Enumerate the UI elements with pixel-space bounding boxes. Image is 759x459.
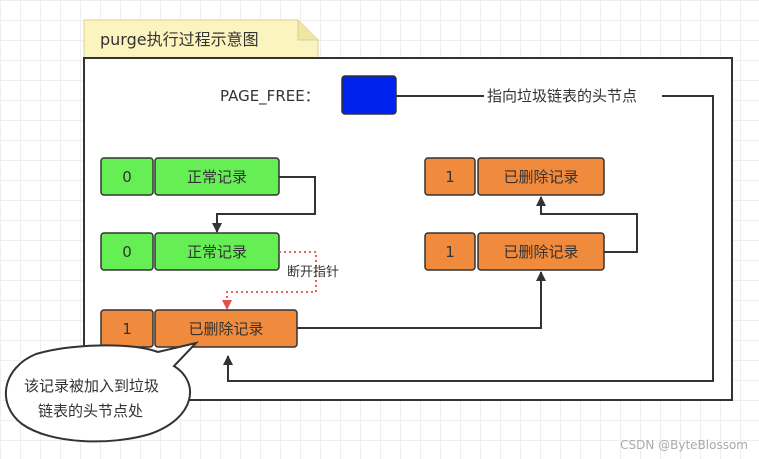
link-3-to-right: [297, 271, 546, 329]
record-flag: 1: [445, 243, 455, 261]
watermark: CSDN @ByteBlossom: [620, 438, 748, 452]
right-record-1: 1 已删除记录: [424, 157, 605, 196]
record-flag: 0: [122, 168, 132, 186]
speech-bubble: 该记录被加入到垃圾 链表的头节点处: [5, 341, 200, 443]
link-1-to-2: [212, 176, 316, 233]
left-record-2: 0 正常记录: [100, 232, 280, 271]
left-record-1: 0 正常记录: [100, 157, 280, 196]
page-free-pointer: [341, 75, 397, 115]
break-label: 断开指针: [287, 265, 339, 280]
page-free-label: PAGE_FREE：: [220, 87, 320, 106]
record-label: 正常记录: [187, 168, 247, 186]
left-record-3: 1 已删除记录: [100, 309, 298, 348]
page-free-link: [223, 95, 714, 382]
broken-pointer: [222, 251, 317, 310]
bubble-line-2: 链表的头节点处: [38, 402, 143, 420]
record-label: 已删除记录: [503, 168, 578, 186]
record-flag: 1: [122, 320, 132, 338]
page-free-annotation: 指向垃圾链表的头节点: [487, 87, 637, 105]
link-right-2-to-1: [536, 196, 638, 253]
right-record-2: 1 已删除记录: [424, 232, 605, 271]
record-label: 已删除记录: [188, 320, 263, 338]
title-note: purge执行过程示意图: [83, 19, 319, 59]
record-label: 已删除记录: [503, 243, 578, 261]
record-flag: 0: [122, 243, 132, 261]
record-flag: 1: [445, 168, 455, 186]
diagram-title: purge执行过程示意图: [100, 30, 259, 49]
bubble-line-1: 该记录被加入到垃圾: [24, 377, 159, 395]
record-label: 正常记录: [187, 243, 247, 261]
